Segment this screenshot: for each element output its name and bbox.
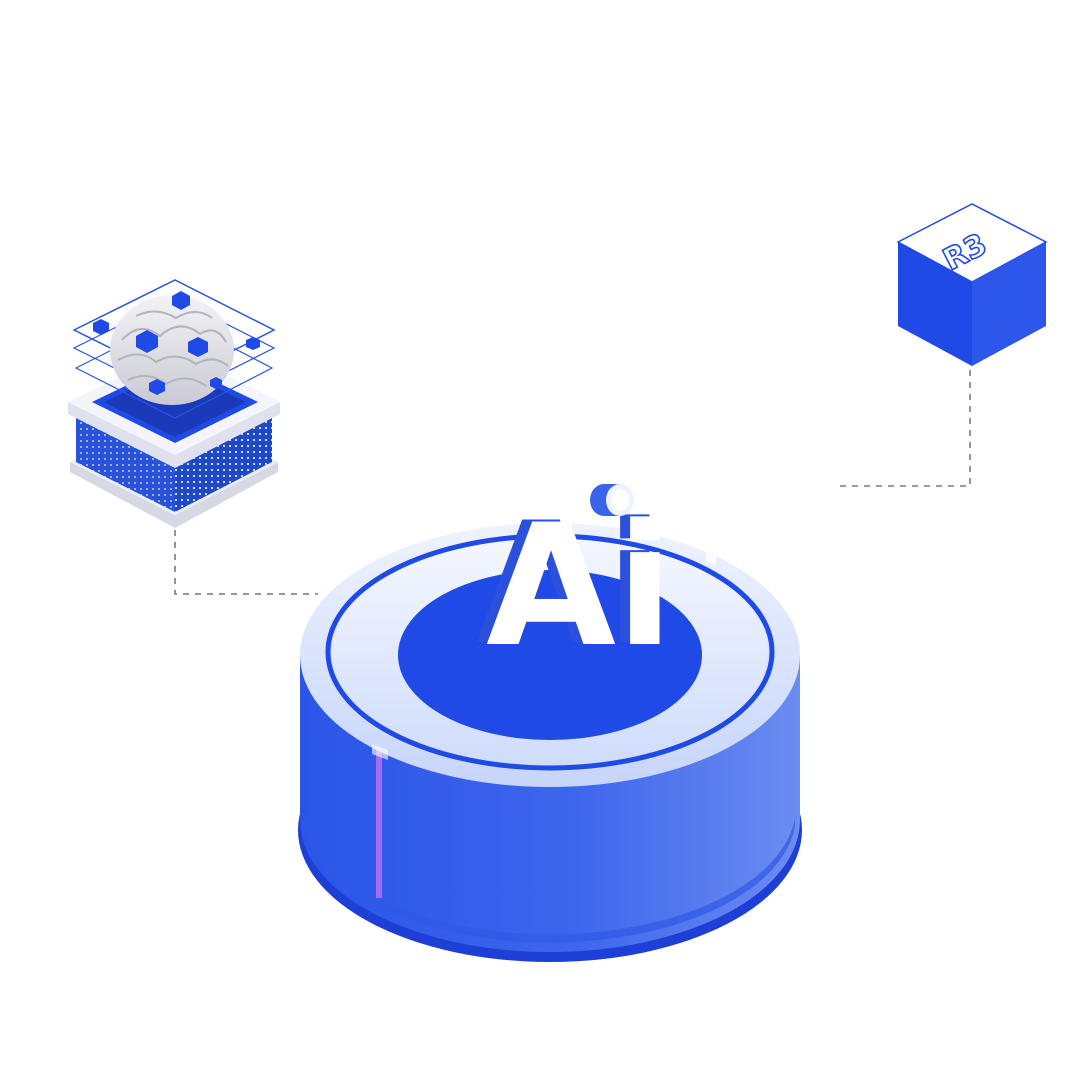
brain-to-ai-connector [174,530,318,595]
r3-to-ai-connector [835,370,971,487]
ai-label-shadow: Ai [476,486,664,682]
brain-server-icon [68,279,280,528]
brain-icon [110,295,234,405]
ai-letters: Ai Ai [476,486,674,684]
floating-cubes [93,291,260,395]
ai-dot-icon [590,484,634,516]
ai-platform-icon: Ai Ai [298,484,802,962]
r3-cube-icon: R3 [896,203,1048,366]
ai-label: Ai [486,488,674,684]
